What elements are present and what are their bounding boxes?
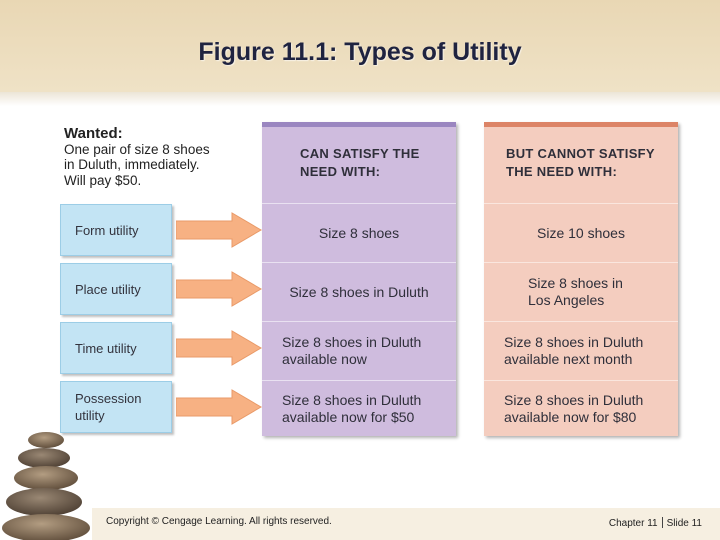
header-shadow	[0, 92, 720, 106]
utility-box-possession: Possession utility	[60, 381, 172, 433]
utility-box-form: Form utility	[60, 204, 172, 256]
satisfy-cell: Size 8 shoes	[318, 224, 400, 241]
can-satisfy-column: CAN SATISFY THE NEED WITH: Size 8 shoes …	[262, 122, 456, 436]
wanted-line: in Duluth, immediately.	[64, 157, 200, 172]
utility-label: Possession utility	[75, 391, 142, 423]
cannot-cell: Size 10 shoes	[537, 224, 625, 241]
arrow-right-icon	[176, 389, 262, 425]
chapter-label: Chapter 11	[608, 518, 658, 529]
row-divider	[262, 321, 456, 322]
cannot-cell: Size 8 shoes in Duluth available now for…	[504, 392, 644, 425]
slide-title: Figure 11.1: Types of Utility	[198, 38, 522, 66]
utility-box-place: Place utility	[60, 263, 172, 315]
row-divider	[484, 380, 678, 381]
arrow-right-icon	[176, 271, 262, 307]
column-header: BUT CANNOT SATISFY THE NEED WITH:	[506, 146, 655, 179]
row-divider	[262, 203, 456, 204]
row-divider	[262, 262, 456, 263]
satisfy-cell: Size 8 shoes in Duluth	[289, 283, 429, 300]
slide-number: Chapter 11 Slide 11	[609, 517, 702, 529]
row-divider	[484, 262, 678, 263]
slide-label: Slide 11	[666, 518, 702, 529]
column-header: CAN SATISFY THE NEED WITH:	[300, 146, 420, 179]
utility-label: Time utility	[75, 340, 137, 356]
copyright-text: Copyright © Cengage Learning. All rights…	[106, 516, 332, 527]
cannot-cell: Size 8 shoes in Duluth available next mo…	[504, 334, 644, 367]
wanted-line: Will pay $50.	[64, 172, 142, 188]
wanted-text: Wanted: One pair of size 8 shoes in Dulu…	[64, 126, 254, 188]
row-divider	[484, 321, 678, 322]
utility-label: Form utility	[75, 222, 139, 238]
wanted-heading: Wanted:	[64, 125, 123, 142]
arrow-right-icon	[176, 330, 262, 366]
row-divider	[484, 203, 678, 204]
stacked-stones-image	[2, 432, 90, 540]
row-divider	[262, 380, 456, 381]
cannot-cell: Size 8 shoes in Los Angeles	[528, 275, 623, 308]
utility-box-time: Time utility	[60, 322, 172, 374]
footer-band	[92, 508, 720, 540]
arrow-right-icon	[176, 212, 262, 248]
wanted-line: One pair of size 8 shoes	[64, 141, 210, 157]
utility-label: Place utility	[75, 281, 141, 297]
separator	[661, 517, 663, 528]
header-band	[0, 0, 720, 92]
satisfy-cell: Size 8 shoes in Duluth available now	[282, 334, 422, 367]
cannot-satisfy-column: BUT CANNOT SATISFY THE NEED WITH: Size 1…	[484, 122, 678, 436]
satisfy-cell: Size 8 shoes in Duluth available now for…	[282, 392, 422, 425]
